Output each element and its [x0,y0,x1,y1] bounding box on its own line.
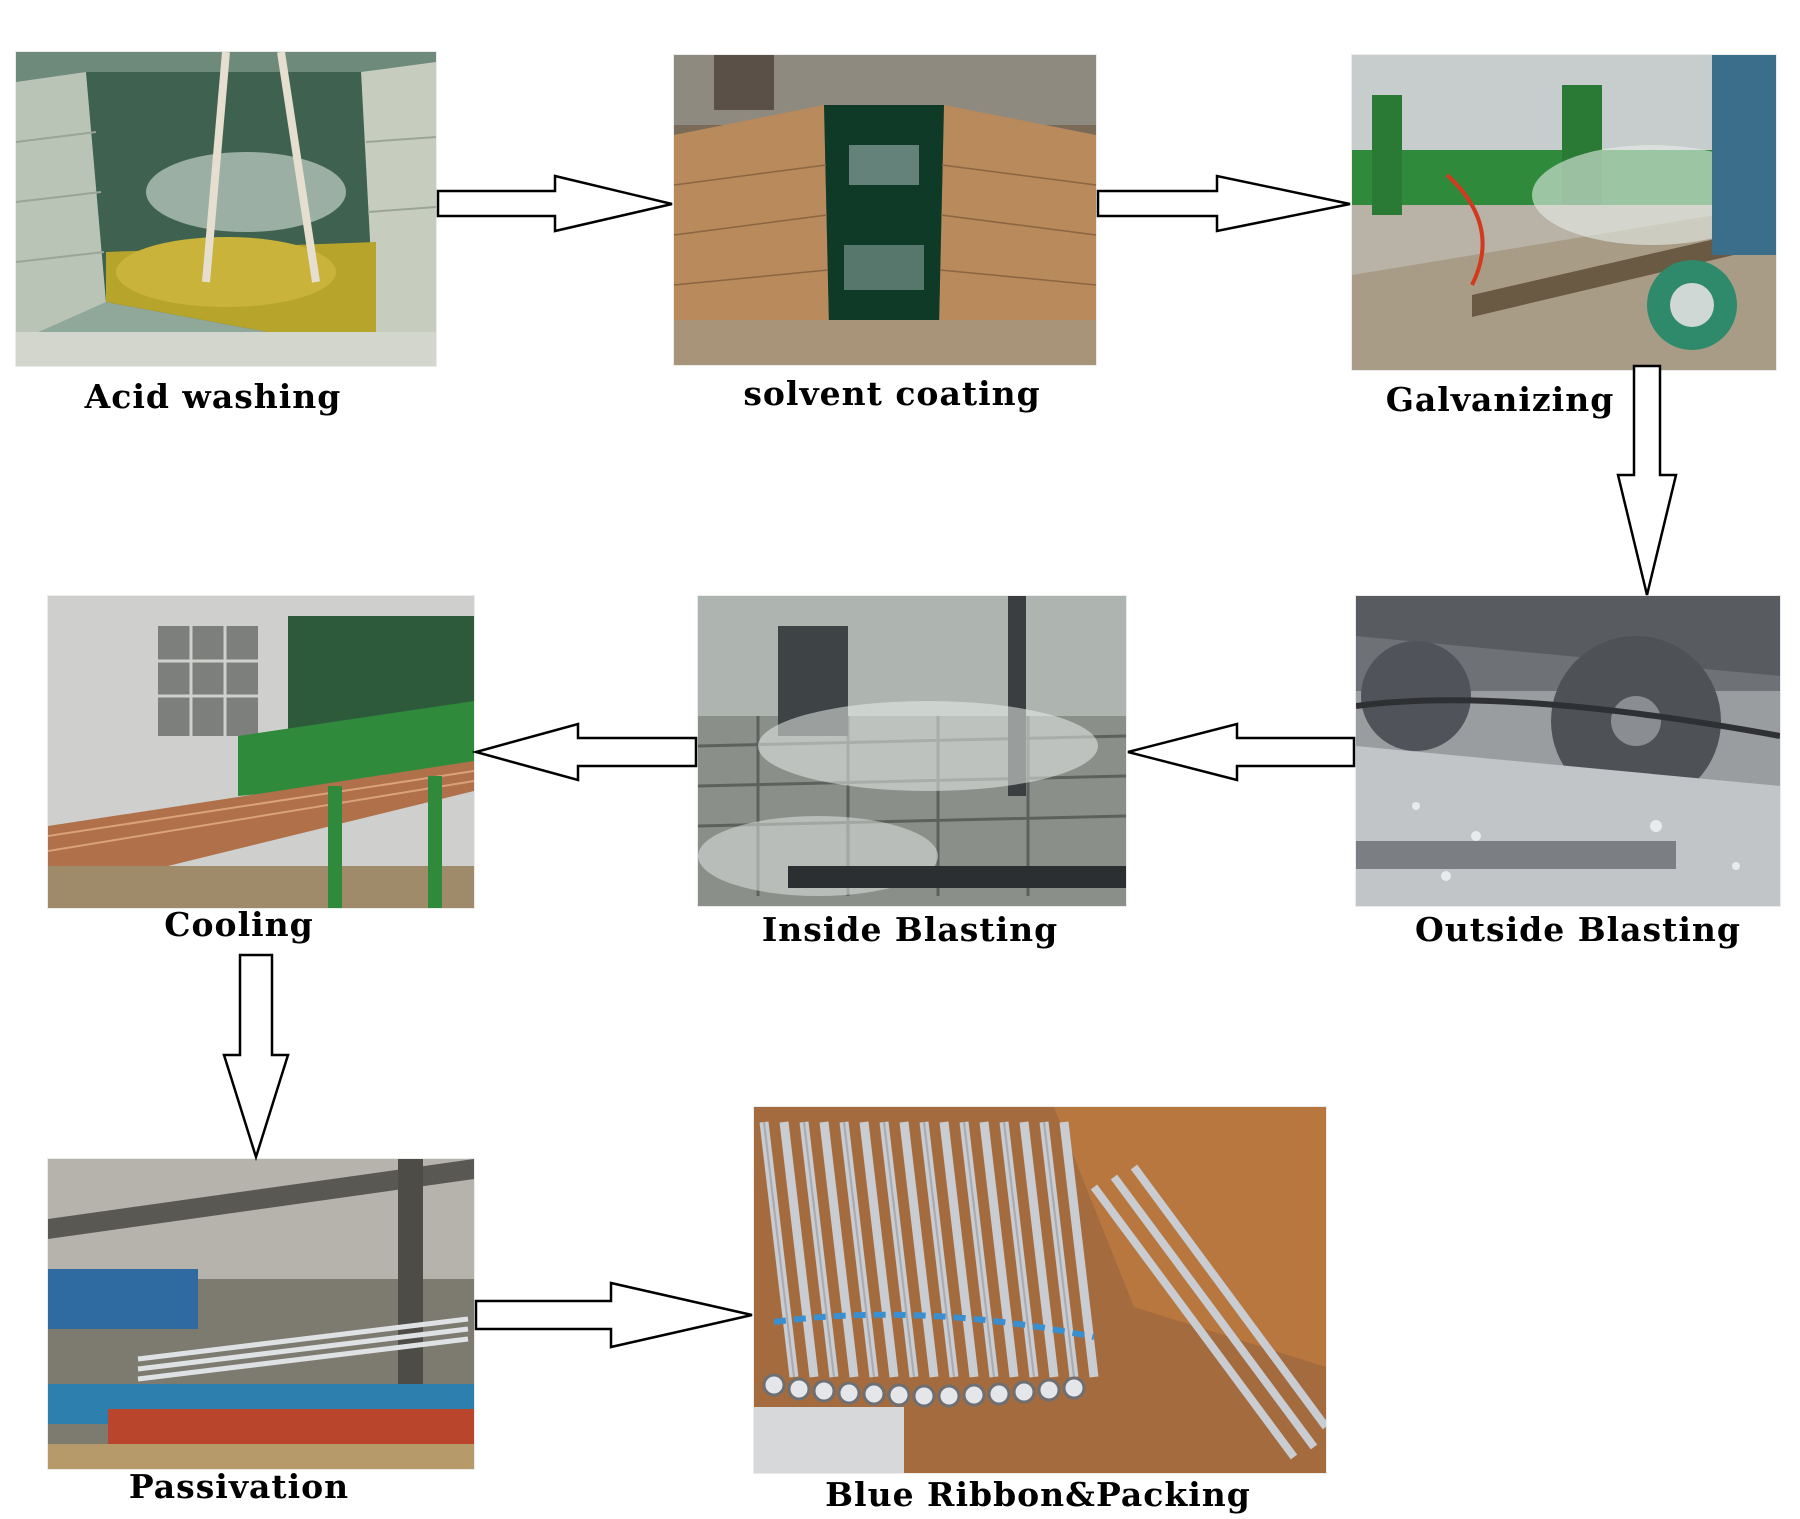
arrow-left-1 [1127,722,1356,782]
step-label-blue-ribbon-packing: Blue Ribbon&Packing [825,1475,1251,1514]
step-photo-cooling [48,596,474,908]
step-photo-blue-ribbon-packing [754,1107,1326,1473]
arrow-right-3 [474,1281,753,1349]
arrow-down-2 [222,953,290,1162]
step-label-cooling: Cooling [164,905,314,944]
step-label-inside-blasting: Inside Blasting [761,910,1059,949]
arrow-right-1 [436,174,673,233]
step-label-acid-washing: Acid washing [84,377,342,416]
step-label-galvanizing: Galvanizing [1385,380,1615,419]
step-photo-acid-washing [16,52,436,366]
step-label-outside-blasting: Outside Blasting [1415,910,1741,949]
step-photo-solvent-coating [674,55,1096,365]
step-label-solvent-coating: solvent coating [743,374,1041,413]
step-label-passivation: Passivation [128,1467,350,1506]
arrow-right-2 [1096,174,1351,233]
step-photo-inside-blasting [698,596,1126,906]
step-photo-passivation [48,1159,474,1469]
step-photo-galvanizing [1352,55,1776,370]
arrow-down-1 [1616,364,1678,596]
arrow-left-2 [471,722,698,782]
step-photo-outside-blasting [1356,596,1780,906]
